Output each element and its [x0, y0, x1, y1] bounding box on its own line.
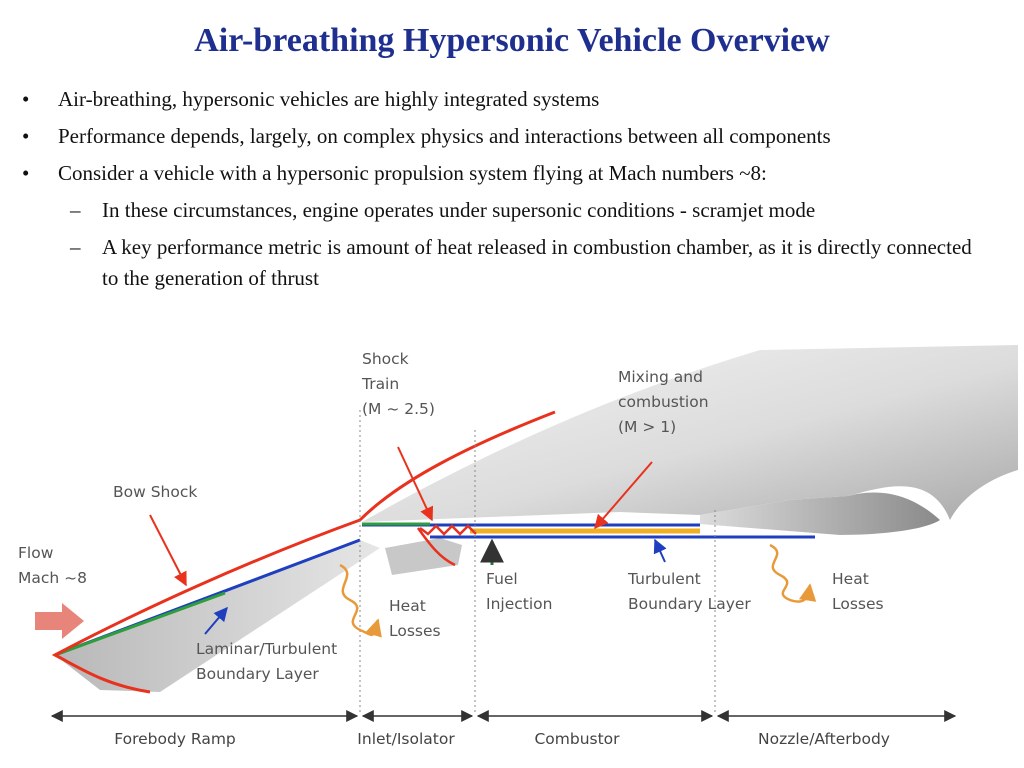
fuel-injection-line: Fuel: [486, 570, 518, 588]
flow-label: Flow Mach ~8: [18, 544, 87, 587]
flow-line: Mach ~8: [18, 569, 87, 587]
section-label-nozzle: Nozzle/Afterbody: [758, 730, 890, 748]
scramjet-diagram: Shock Train (M ~ 2.5) Mixing and combust…: [18, 345, 1018, 748]
bullet-text: Performance depends, largely, on complex…: [58, 124, 831, 148]
mixing-line: Mixing and: [618, 368, 703, 386]
mixing-line: combustion: [618, 393, 709, 411]
bullet-text: Air-breathing, hypersonic vehicles are h…: [58, 87, 600, 111]
shock-train-line: Shock: [362, 350, 409, 368]
laminar-bl-line: Laminar/Turbulent: [196, 640, 337, 658]
sub-bullet-text: In these circumstances, engine operates …: [102, 198, 816, 222]
section-label-inlet: Inlet/Isolator: [357, 730, 455, 748]
mixing-pointer: [594, 461, 653, 530]
shock-train-line: (M ~ 2.5): [362, 400, 435, 418]
heat-loss-squiggle-icon: [769, 543, 817, 603]
bullet-list: • Air-breathing, hypersonic vehicles are…: [22, 84, 1012, 300]
bullet-item: • Air-breathing, hypersonic vehicles are…: [22, 84, 1012, 121]
laminar-pointer: [204, 606, 228, 635]
turbulent-pointer: [653, 538, 667, 563]
bullet-item: • Performance depends, largely, on compl…: [22, 121, 1012, 158]
fuel-injection-line: Injection: [486, 595, 552, 613]
turbulent-bl-label: Turbulent Boundary Layer: [627, 570, 751, 613]
bullet-marker: •: [22, 87, 30, 111]
inlet-shock-curve: [416, 527, 456, 567]
mixing-label: Mixing and combustion (M > 1): [618, 368, 713, 436]
laminar-layer-line: [54, 591, 226, 657]
shock-train-pointer: [397, 446, 434, 522]
fuel-injection-label: Fuel Injection: [486, 570, 552, 613]
bullet-marker: •: [22, 161, 30, 185]
bullet-item: • Consider a vehicle with a hypersonic p…: [22, 158, 1012, 195]
vehicle-nozzle-surface: [700, 492, 940, 535]
sub-bullet-item: – A key performance metric is amount of …: [48, 232, 1012, 294]
section-label-combustor: Combustor: [534, 730, 620, 748]
heat-loss-squiggle-icon: [339, 563, 382, 638]
flow-arrow-icon: [35, 603, 84, 639]
dash-marker: –: [70, 198, 81, 222]
heat-losses-line: Heat: [832, 570, 869, 588]
shock-train-label: Shock Train (M ~ 2.5): [361, 350, 435, 418]
shock-train-line: Train: [361, 375, 399, 393]
heat-losses-label: Heat Losses: [389, 597, 441, 640]
laminar-bl-label: Laminar/Turbulent Boundary Layer: [196, 640, 342, 683]
bullet-marker: •: [22, 124, 30, 148]
laminar-bl-line: Boundary Layer: [196, 665, 319, 683]
heat-losses-line: Losses: [832, 595, 884, 613]
turbulent-bl-line: Boundary Layer: [628, 595, 751, 613]
heat-losses-line: Heat: [389, 597, 426, 615]
bow-shock-pointer: [149, 514, 187, 587]
shock-train-zigzag: [419, 524, 477, 536]
dash-marker: –: [70, 235, 81, 259]
heat-losses-line: Losses: [389, 622, 441, 640]
section-label-forebody: Forebody Ramp: [114, 730, 236, 748]
vehicle-upper-body: [362, 345, 1018, 522]
mixing-line: (M > 1): [618, 418, 676, 436]
heat-losses-label: Heat Losses: [832, 570, 884, 613]
sub-bullet-text: A key performance metric is amount of he…: [102, 235, 972, 290]
bullet-text: Consider a vehicle with a hypersonic pro…: [58, 161, 767, 185]
inlet-cowl: [385, 538, 462, 575]
slide-title: Air-breathing Hypersonic Vehicle Overvie…: [194, 22, 830, 59]
sub-bullet-item: – In these circumstances, engine operate…: [48, 195, 1012, 226]
bow-shock-label: Bow Shock: [113, 483, 197, 501]
turbulent-bl-line: Turbulent: [627, 570, 701, 588]
flow-line: Flow: [18, 544, 54, 562]
bow-shock-curve: [51, 410, 556, 694]
